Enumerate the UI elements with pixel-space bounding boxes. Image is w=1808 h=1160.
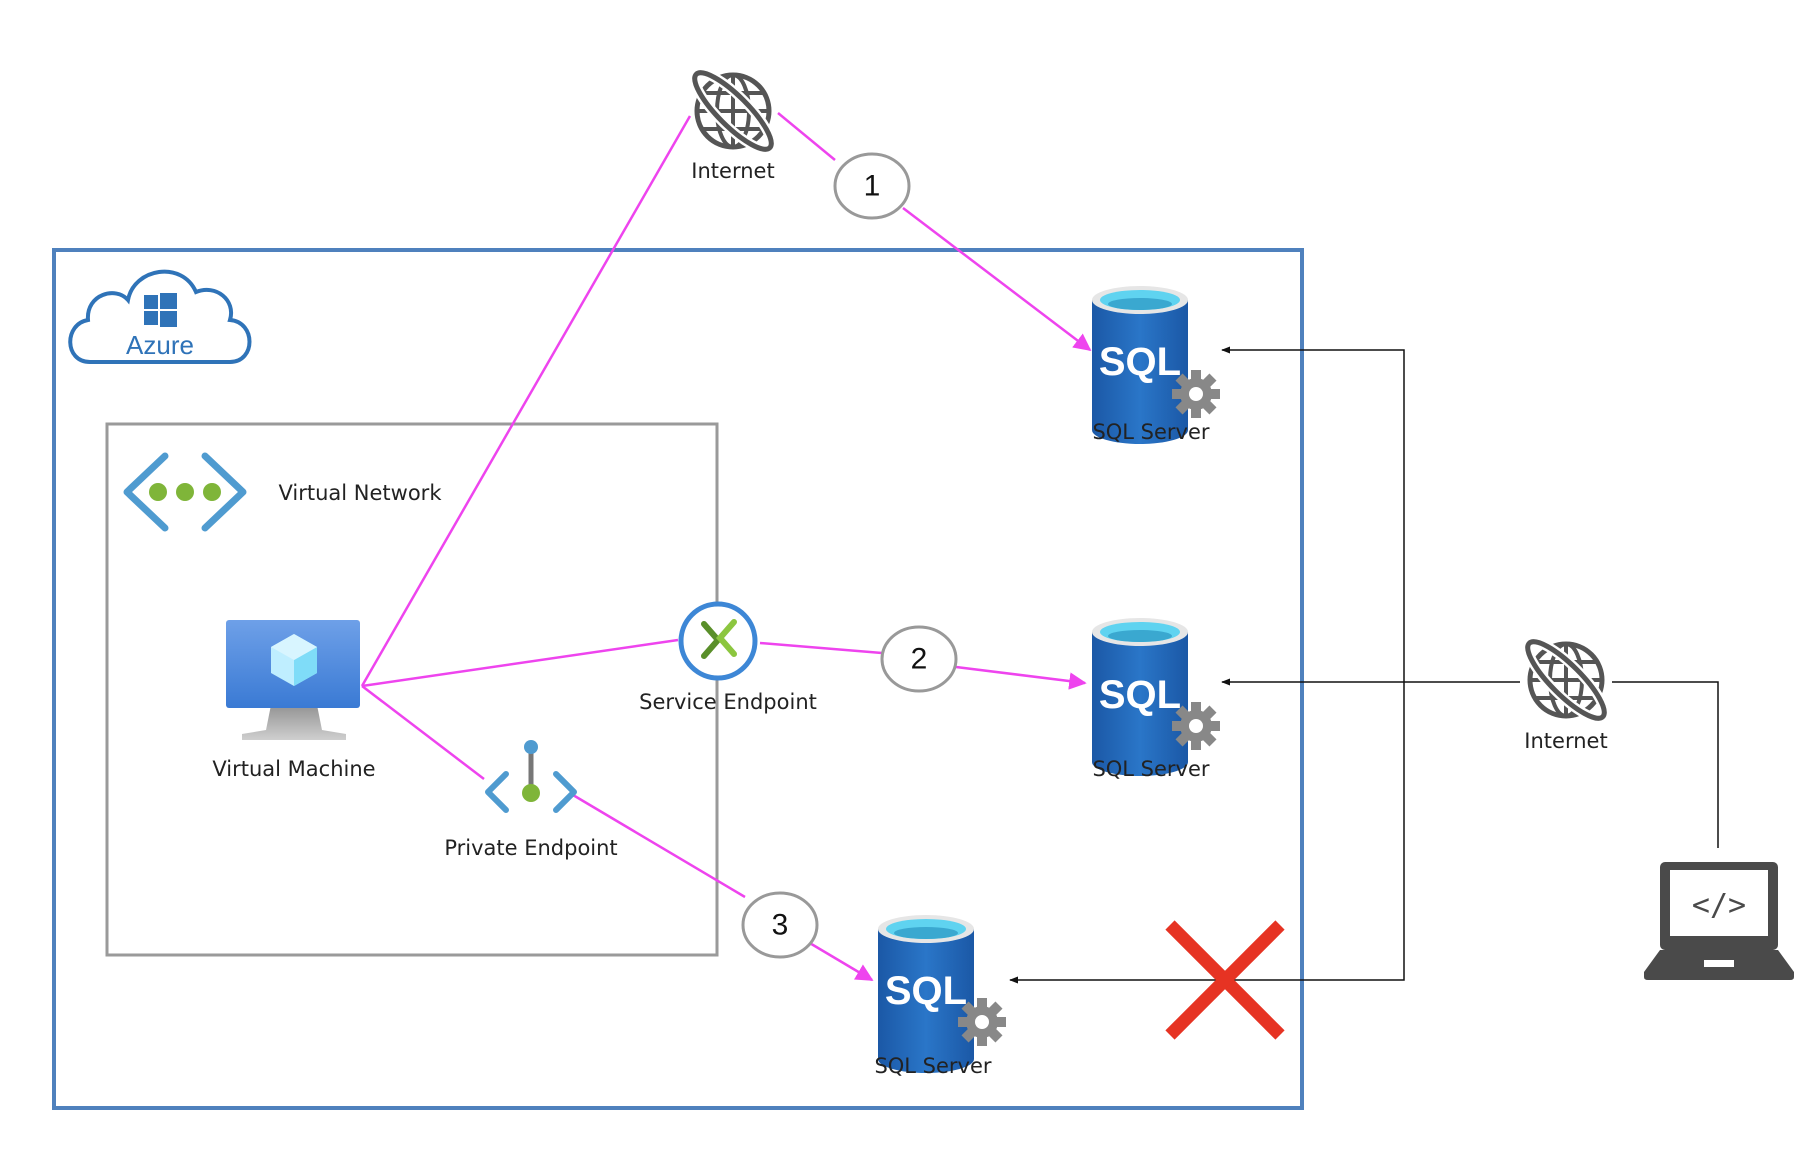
globe-icon bbox=[686, 64, 781, 159]
blocked-x-icon bbox=[1165, 920, 1285, 1040]
flow-lines bbox=[360, 112, 1092, 982]
private-endpoint-label: Private Endpoint bbox=[444, 836, 617, 860]
external-access-lines bbox=[1009, 346, 1719, 984]
sql-server-1-label: SQL Server bbox=[1092, 420, 1209, 444]
internet-right-label: Internet bbox=[1524, 729, 1607, 753]
internet-right-node: Internet bbox=[1519, 633, 1614, 753]
flow-vm-to-internet bbox=[360, 115, 692, 687]
svg-text:1: 1 bbox=[864, 170, 881, 203]
gear-icon bbox=[1172, 370, 1220, 418]
sql-server-3-label: SQL Server bbox=[874, 1054, 991, 1078]
laptop-to-internet-line bbox=[1612, 681, 1719, 848]
sql-server-3-node: SQL SQL Server bbox=[874, 915, 1006, 1078]
step-1-badge: 1 bbox=[833, 152, 911, 220]
flow-private-endpoint-to-step3 bbox=[572, 793, 746, 899]
gear-icon bbox=[1172, 702, 1220, 750]
azure-label: Azure bbox=[126, 330, 194, 360]
sql-server-icon: SQL bbox=[878, 915, 1006, 1073]
service-endpoint-icon bbox=[678, 601, 758, 681]
service-endpoint-node: Service Endpoint bbox=[639, 601, 817, 714]
flow-step2-to-sql2 bbox=[955, 665, 1087, 690]
azure-cloud-icon: Azure bbox=[68, 269, 252, 364]
sql-server-2-label: SQL Server bbox=[1092, 757, 1209, 781]
internet-top-label: Internet bbox=[691, 159, 774, 183]
service-endpoint-label: Service Endpoint bbox=[639, 690, 817, 714]
flow-step1-to-sql1 bbox=[902, 207, 1092, 352]
svg-text:SQL: SQL bbox=[1099, 673, 1181, 717]
globe-icon bbox=[1519, 633, 1614, 728]
sql-server-1-node: SQL SQL Server bbox=[1092, 286, 1220, 444]
step-2-badge: 2 bbox=[880, 625, 958, 693]
vnet-label: Virtual Network bbox=[279, 481, 443, 505]
flow-vm-to-private-endpoint bbox=[361, 685, 485, 780]
sql-server-icon: SQL bbox=[1092, 286, 1220, 444]
sql-server-2-node: SQL SQL Server bbox=[1092, 618, 1220, 781]
svg-text:3: 3 bbox=[772, 909, 789, 942]
developer-laptop-node: </> bbox=[1644, 862, 1794, 980]
svg-text:SQL: SQL bbox=[885, 969, 967, 1013]
trunk-to-sql3-arrow bbox=[1009, 682, 1405, 984]
developer-laptop-icon: </> bbox=[1644, 862, 1794, 980]
flow-internet-to-step1 bbox=[777, 112, 836, 161]
azure-boundary bbox=[52, 248, 1304, 1110]
svg-text:2: 2 bbox=[911, 643, 928, 676]
virtual-machine-icon bbox=[226, 620, 360, 740]
flow-step3-to-sql3 bbox=[807, 940, 874, 982]
code-glyph: </> bbox=[1692, 888, 1746, 923]
step-3-badge: 3 bbox=[741, 891, 819, 959]
sql-server-icon: SQL bbox=[1092, 618, 1220, 776]
trunk-to-sql1-arrow bbox=[1221, 346, 1405, 682]
private-endpoint-icon bbox=[485, 740, 577, 813]
vnet-boundary bbox=[105, 422, 719, 957]
virtual-machine-label: Virtual Machine bbox=[212, 757, 375, 781]
virtual-machine-node: Virtual Machine bbox=[212, 620, 376, 781]
private-endpoint-node: Private Endpoint bbox=[444, 740, 618, 860]
virtual-network-icon bbox=[123, 452, 247, 532]
internet-top-node: Internet bbox=[686, 64, 781, 183]
gear-icon bbox=[958, 998, 1006, 1046]
windows-logo-icon bbox=[144, 293, 177, 327]
flow-service-endpoint-to-step2 bbox=[759, 641, 883, 655]
svg-text:SQL: SQL bbox=[1099, 340, 1181, 384]
flow-vm-to-service-endpoint bbox=[361, 638, 679, 688]
